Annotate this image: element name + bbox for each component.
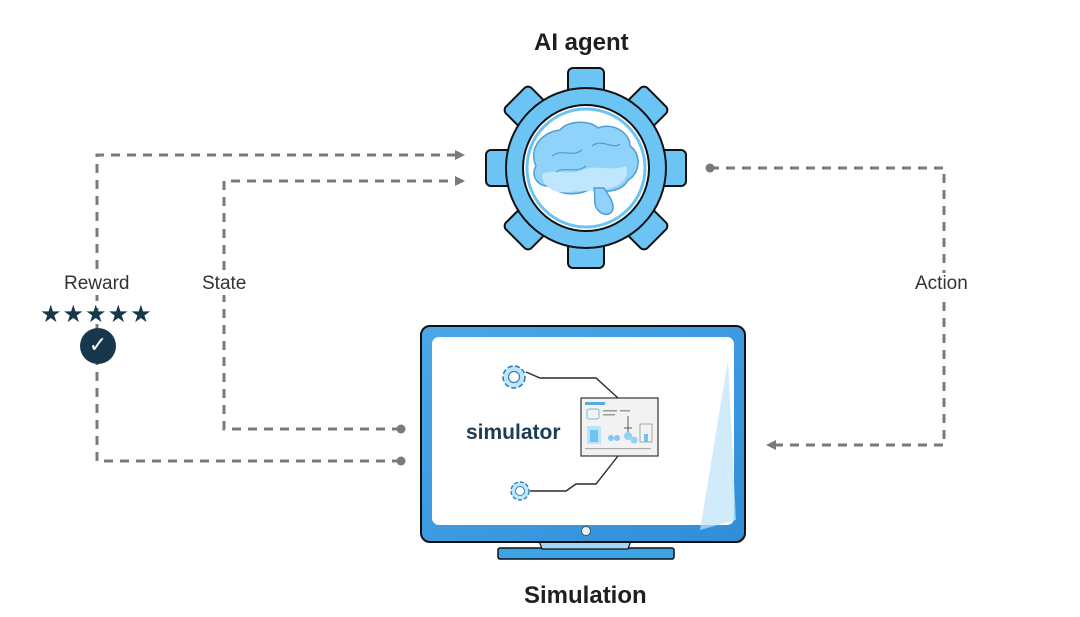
action-edge	[710, 166, 946, 450]
reward-edge-start-dot	[396, 456, 406, 466]
reward-edge	[95, 150, 465, 463]
small-gear-icon-lower	[510, 481, 530, 501]
action-edge-start-dot	[705, 163, 715, 173]
star-icon: ★★★★★	[40, 301, 153, 328]
state-edge-start-dot	[396, 424, 406, 434]
simulator-label: simulator	[466, 421, 561, 444]
small-gear-icon	[502, 365, 526, 389]
agent-title: AI agent	[534, 29, 629, 56]
action-label: Action	[913, 273, 970, 295]
state-edge	[222, 176, 465, 431]
brain-icon	[533, 121, 639, 216]
screenshot-thumbnail	[580, 397, 659, 457]
checkmark-icon: ✓	[80, 328, 116, 364]
simulation-title: Simulation	[524, 582, 647, 609]
connector-lines	[525, 371, 619, 492]
reward-label: Reward	[62, 273, 132, 295]
state-label: State	[200, 273, 249, 295]
